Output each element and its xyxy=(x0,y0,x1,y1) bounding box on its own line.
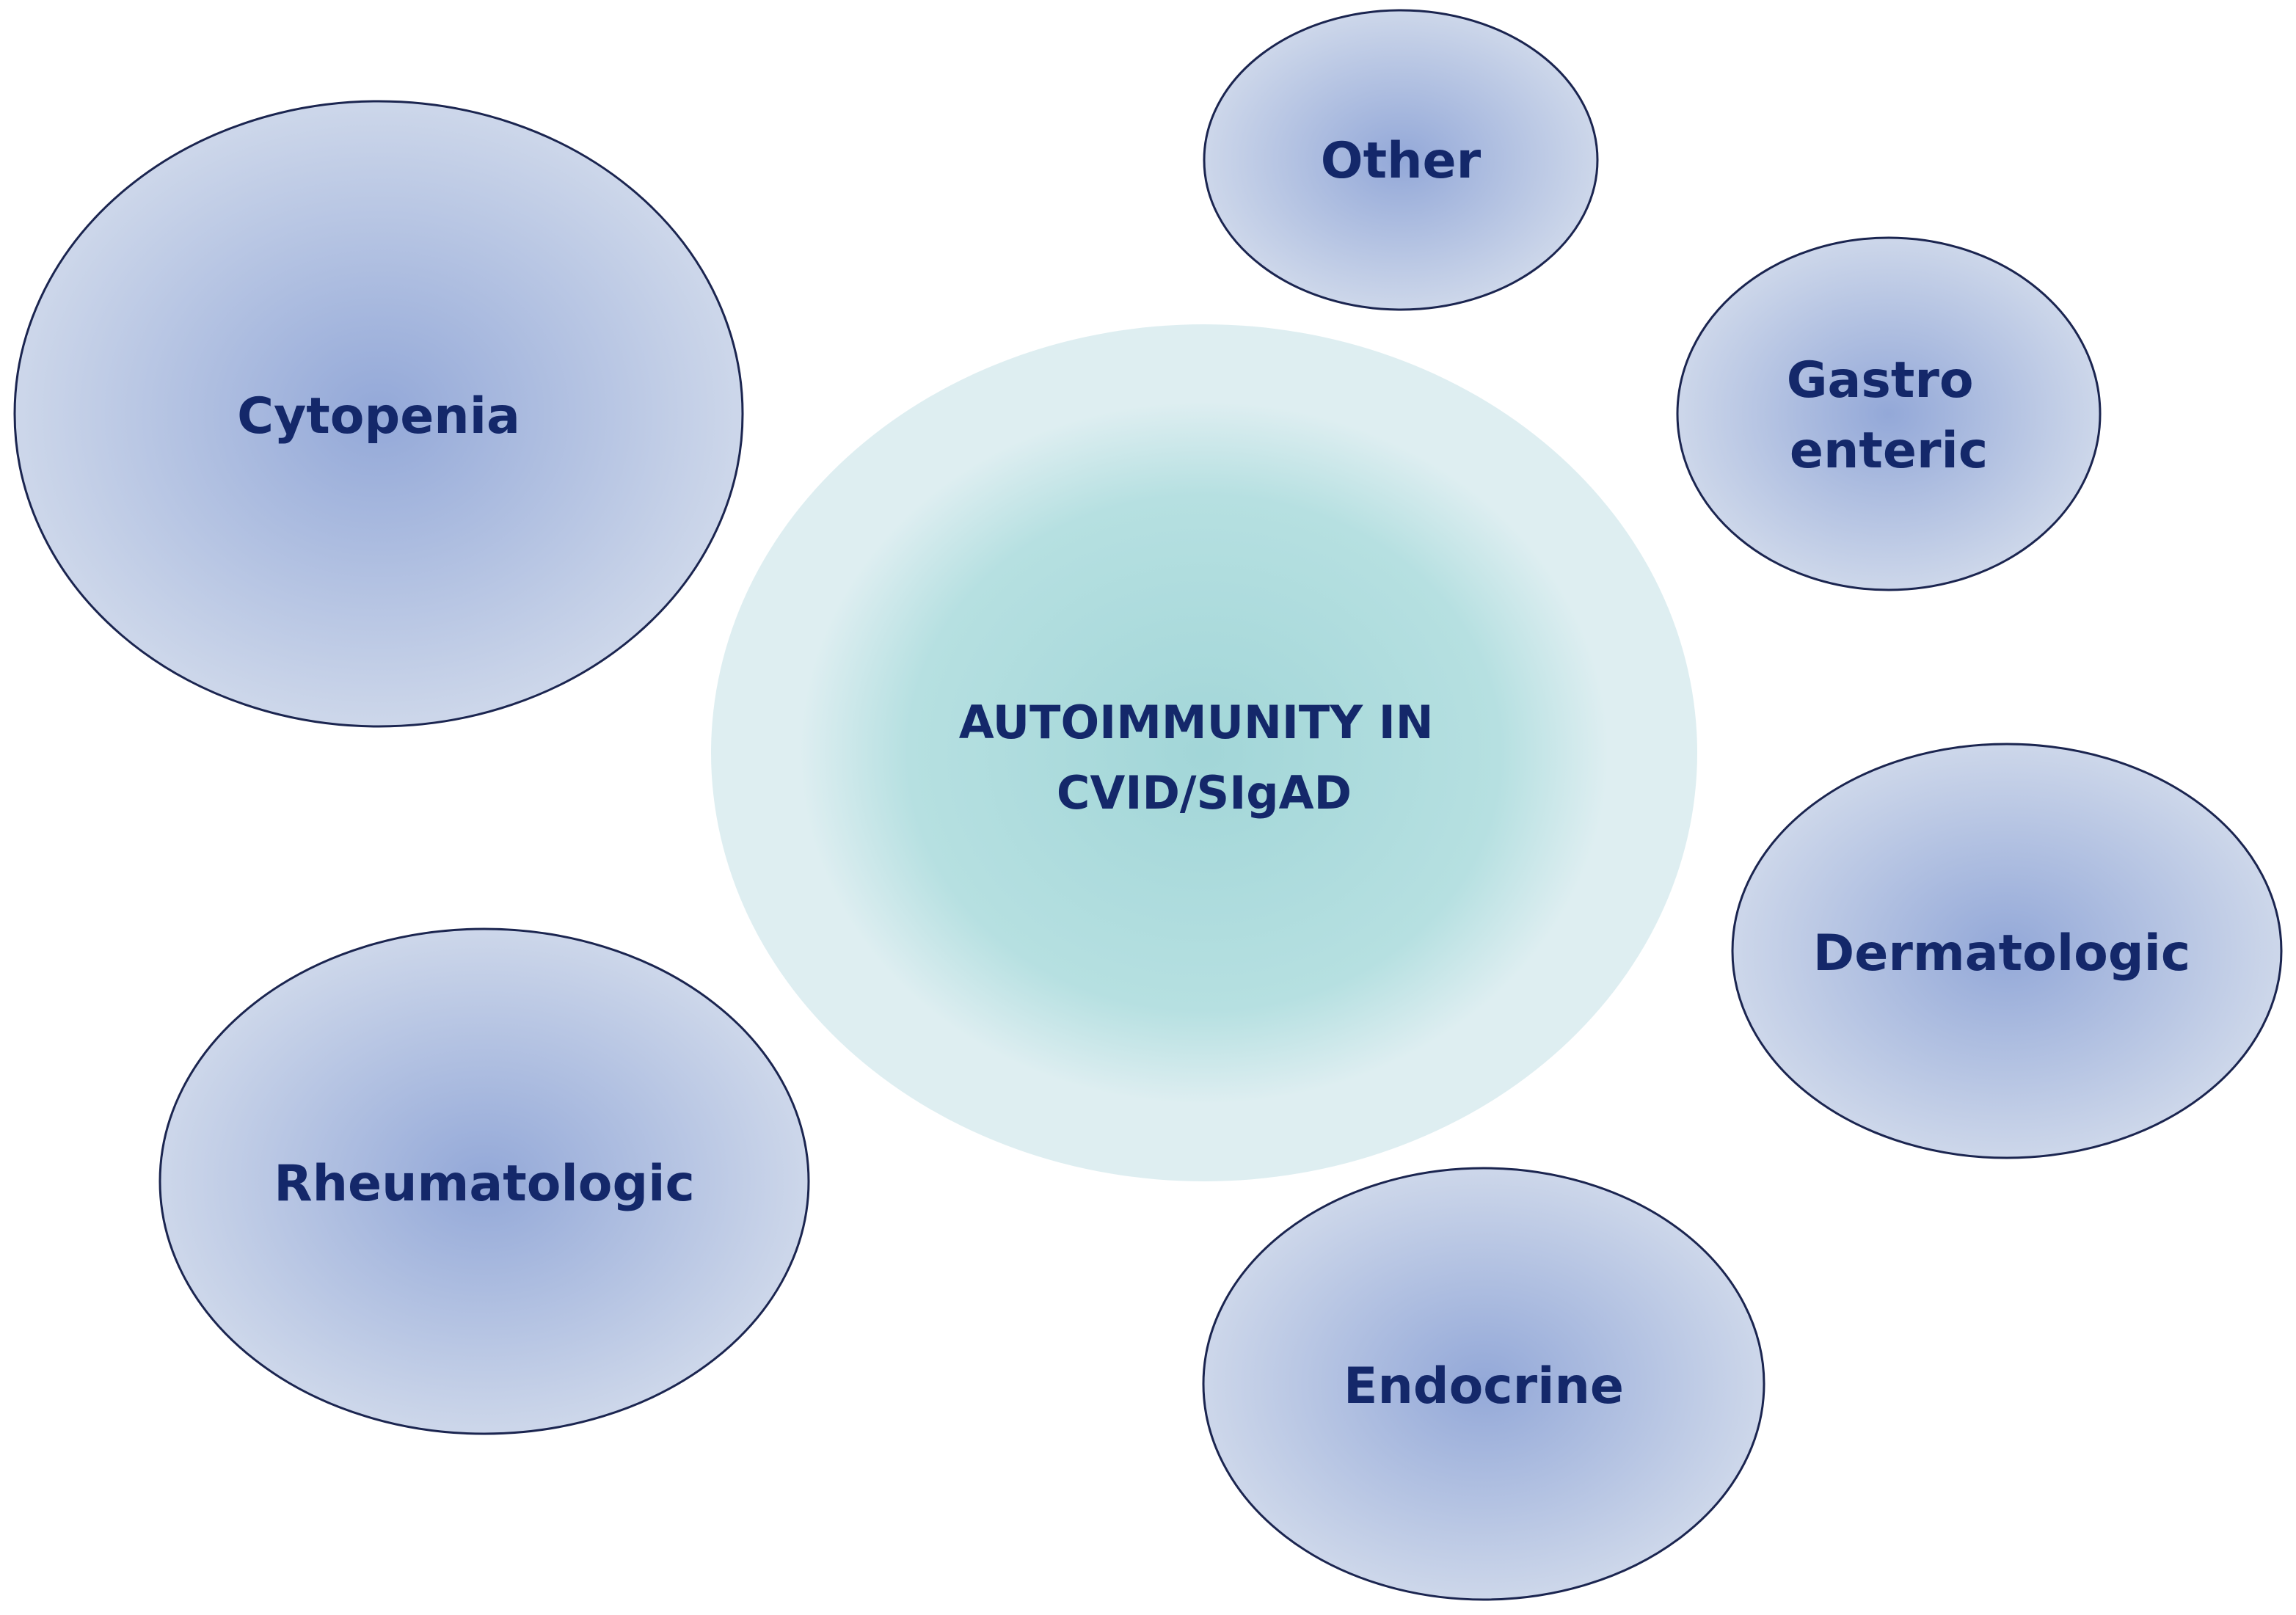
center-node: AUTOIMMUNITY IN CVID/SIgAD xyxy=(711,324,1697,1181)
category-rheumatologic-label: Rheumatologic xyxy=(274,1155,695,1213)
category-endocrine: Endocrine xyxy=(1202,1167,1765,1601)
category-rheumatologic: Rheumatologic xyxy=(158,927,810,1435)
center-label-line-1: AUTOIMMUNITY IN xyxy=(959,696,1434,749)
category-gastroenteric-ellipse xyxy=(1676,236,2102,591)
category-other-label: Other xyxy=(1321,132,1482,190)
category-cytopenia: Cytopenia xyxy=(13,100,744,728)
category-gastroenteric: Gastro enteric xyxy=(1676,236,2102,591)
category-rheumatologic-ellipse xyxy=(158,927,810,1435)
category-dermatologic-label: Dermatologic xyxy=(1813,925,2190,983)
category-endocrine-ellipse xyxy=(1202,1167,1765,1601)
category-gastroenteric-line-2: enteric xyxy=(1790,422,1988,480)
category-gastroenteric-line-1: Gastro xyxy=(1787,351,1974,409)
center-label-line-2: CVID/SIgAD xyxy=(1057,766,1352,820)
category-cytopenia-label: Cytopenia xyxy=(237,387,520,445)
category-endocrine-label: Endocrine xyxy=(1344,1357,1624,1415)
category-dermatologic-ellipse xyxy=(1731,743,2283,1159)
category-other: Other xyxy=(1203,9,1599,311)
center-ellipse xyxy=(711,324,1697,1181)
category-other-ellipse xyxy=(1203,9,1599,311)
center-label: AUTOIMMUNITY IN CVID/SIgAD xyxy=(959,696,1450,820)
category-dermatologic: Dermatologic xyxy=(1731,743,2283,1159)
category-gastroenteric-label: Gastro enteric xyxy=(1787,351,1991,480)
category-cytopenia-ellipse xyxy=(13,100,744,728)
